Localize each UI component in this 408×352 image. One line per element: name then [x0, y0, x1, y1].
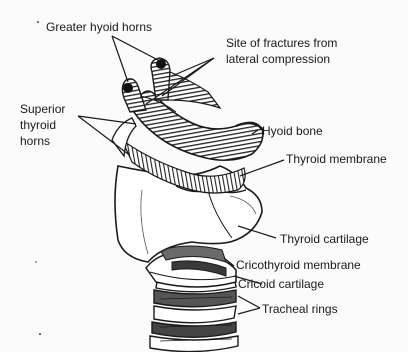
label-thyroid-membrane: Thyroid membrane	[286, 152, 387, 166]
label-cricoid-cartilage: Cricoid cartilage	[238, 277, 324, 291]
label-superior-thyroid-line3: horns	[20, 134, 50, 148]
label-thyroid-cartilage: Thyroid cartilage	[280, 232, 369, 246]
label-tracheal-rings: Tracheal rings	[262, 302, 338, 316]
label-fracture-site-line2: lateral compression	[226, 52, 330, 66]
label-hyoid-bone: Hyoid bone	[262, 124, 323, 138]
label-greater-hyoid-horns: Greater hyoid horns	[46, 20, 152, 34]
label-superior-thyroid-line2: thyroid	[20, 118, 56, 132]
label-cricothyroid-membrane: Cricothyroid membrane	[236, 258, 361, 272]
label-fracture-site-line1: Site of fractures from	[226, 36, 337, 50]
greater-hyoid-horns	[122, 58, 220, 112]
label-superior-thyroid-line1: Superior	[20, 102, 65, 116]
